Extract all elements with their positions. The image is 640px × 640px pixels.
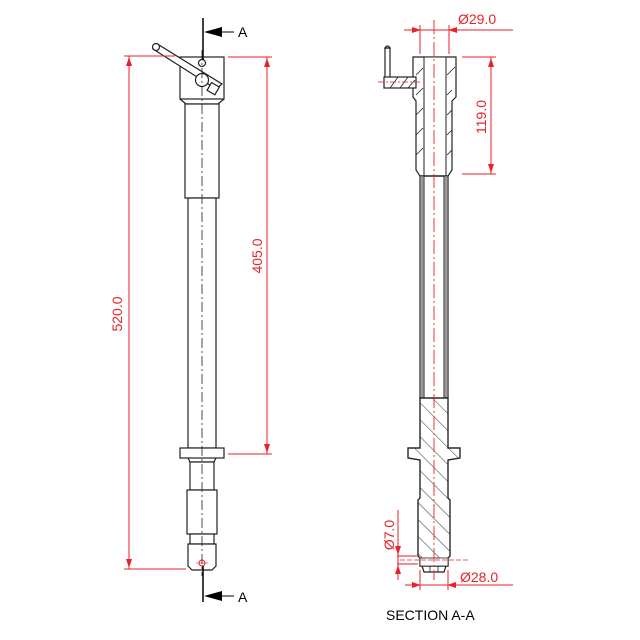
section-marker-top: A bbox=[202, 18, 248, 60]
dim-hole-diameter: Ø7.0 bbox=[381, 510, 418, 580]
dim-119-label: 119.0 bbox=[473, 100, 489, 134]
dim-29-label: Ø29.0 bbox=[458, 11, 496, 27]
dim-7-label: Ø7.0 bbox=[381, 520, 397, 551]
front-view: A A 520.0 405.0 bbox=[109, 18, 272, 605]
section-title: SECTION A-A bbox=[386, 607, 475, 623]
section-view: Ø29.0 119.0 Ø7.0 Ø28.0 bbox=[378, 11, 513, 623]
dim-bottom-diameter: Ø28.0 bbox=[405, 569, 513, 590]
section-pin bbox=[378, 45, 422, 89]
dim-overall-length: 520.0 bbox=[109, 55, 186, 570]
dim-bore-depth: 119.0 bbox=[462, 56, 496, 175]
dim-upper-length: 405.0 bbox=[228, 56, 272, 455]
section-marker-bottom: A bbox=[202, 566, 248, 605]
wall-hatching bbox=[415, 66, 456, 156]
dim-405-label: 405.0 bbox=[249, 238, 265, 273]
section-label-bottom: A bbox=[238, 589, 248, 605]
dim-520-label: 520.0 bbox=[109, 296, 125, 331]
dim-top-diameter: Ø29.0 bbox=[404, 11, 513, 54]
dim-28-label: Ø28.0 bbox=[460, 569, 498, 585]
section-label-top: A bbox=[238, 24, 248, 40]
